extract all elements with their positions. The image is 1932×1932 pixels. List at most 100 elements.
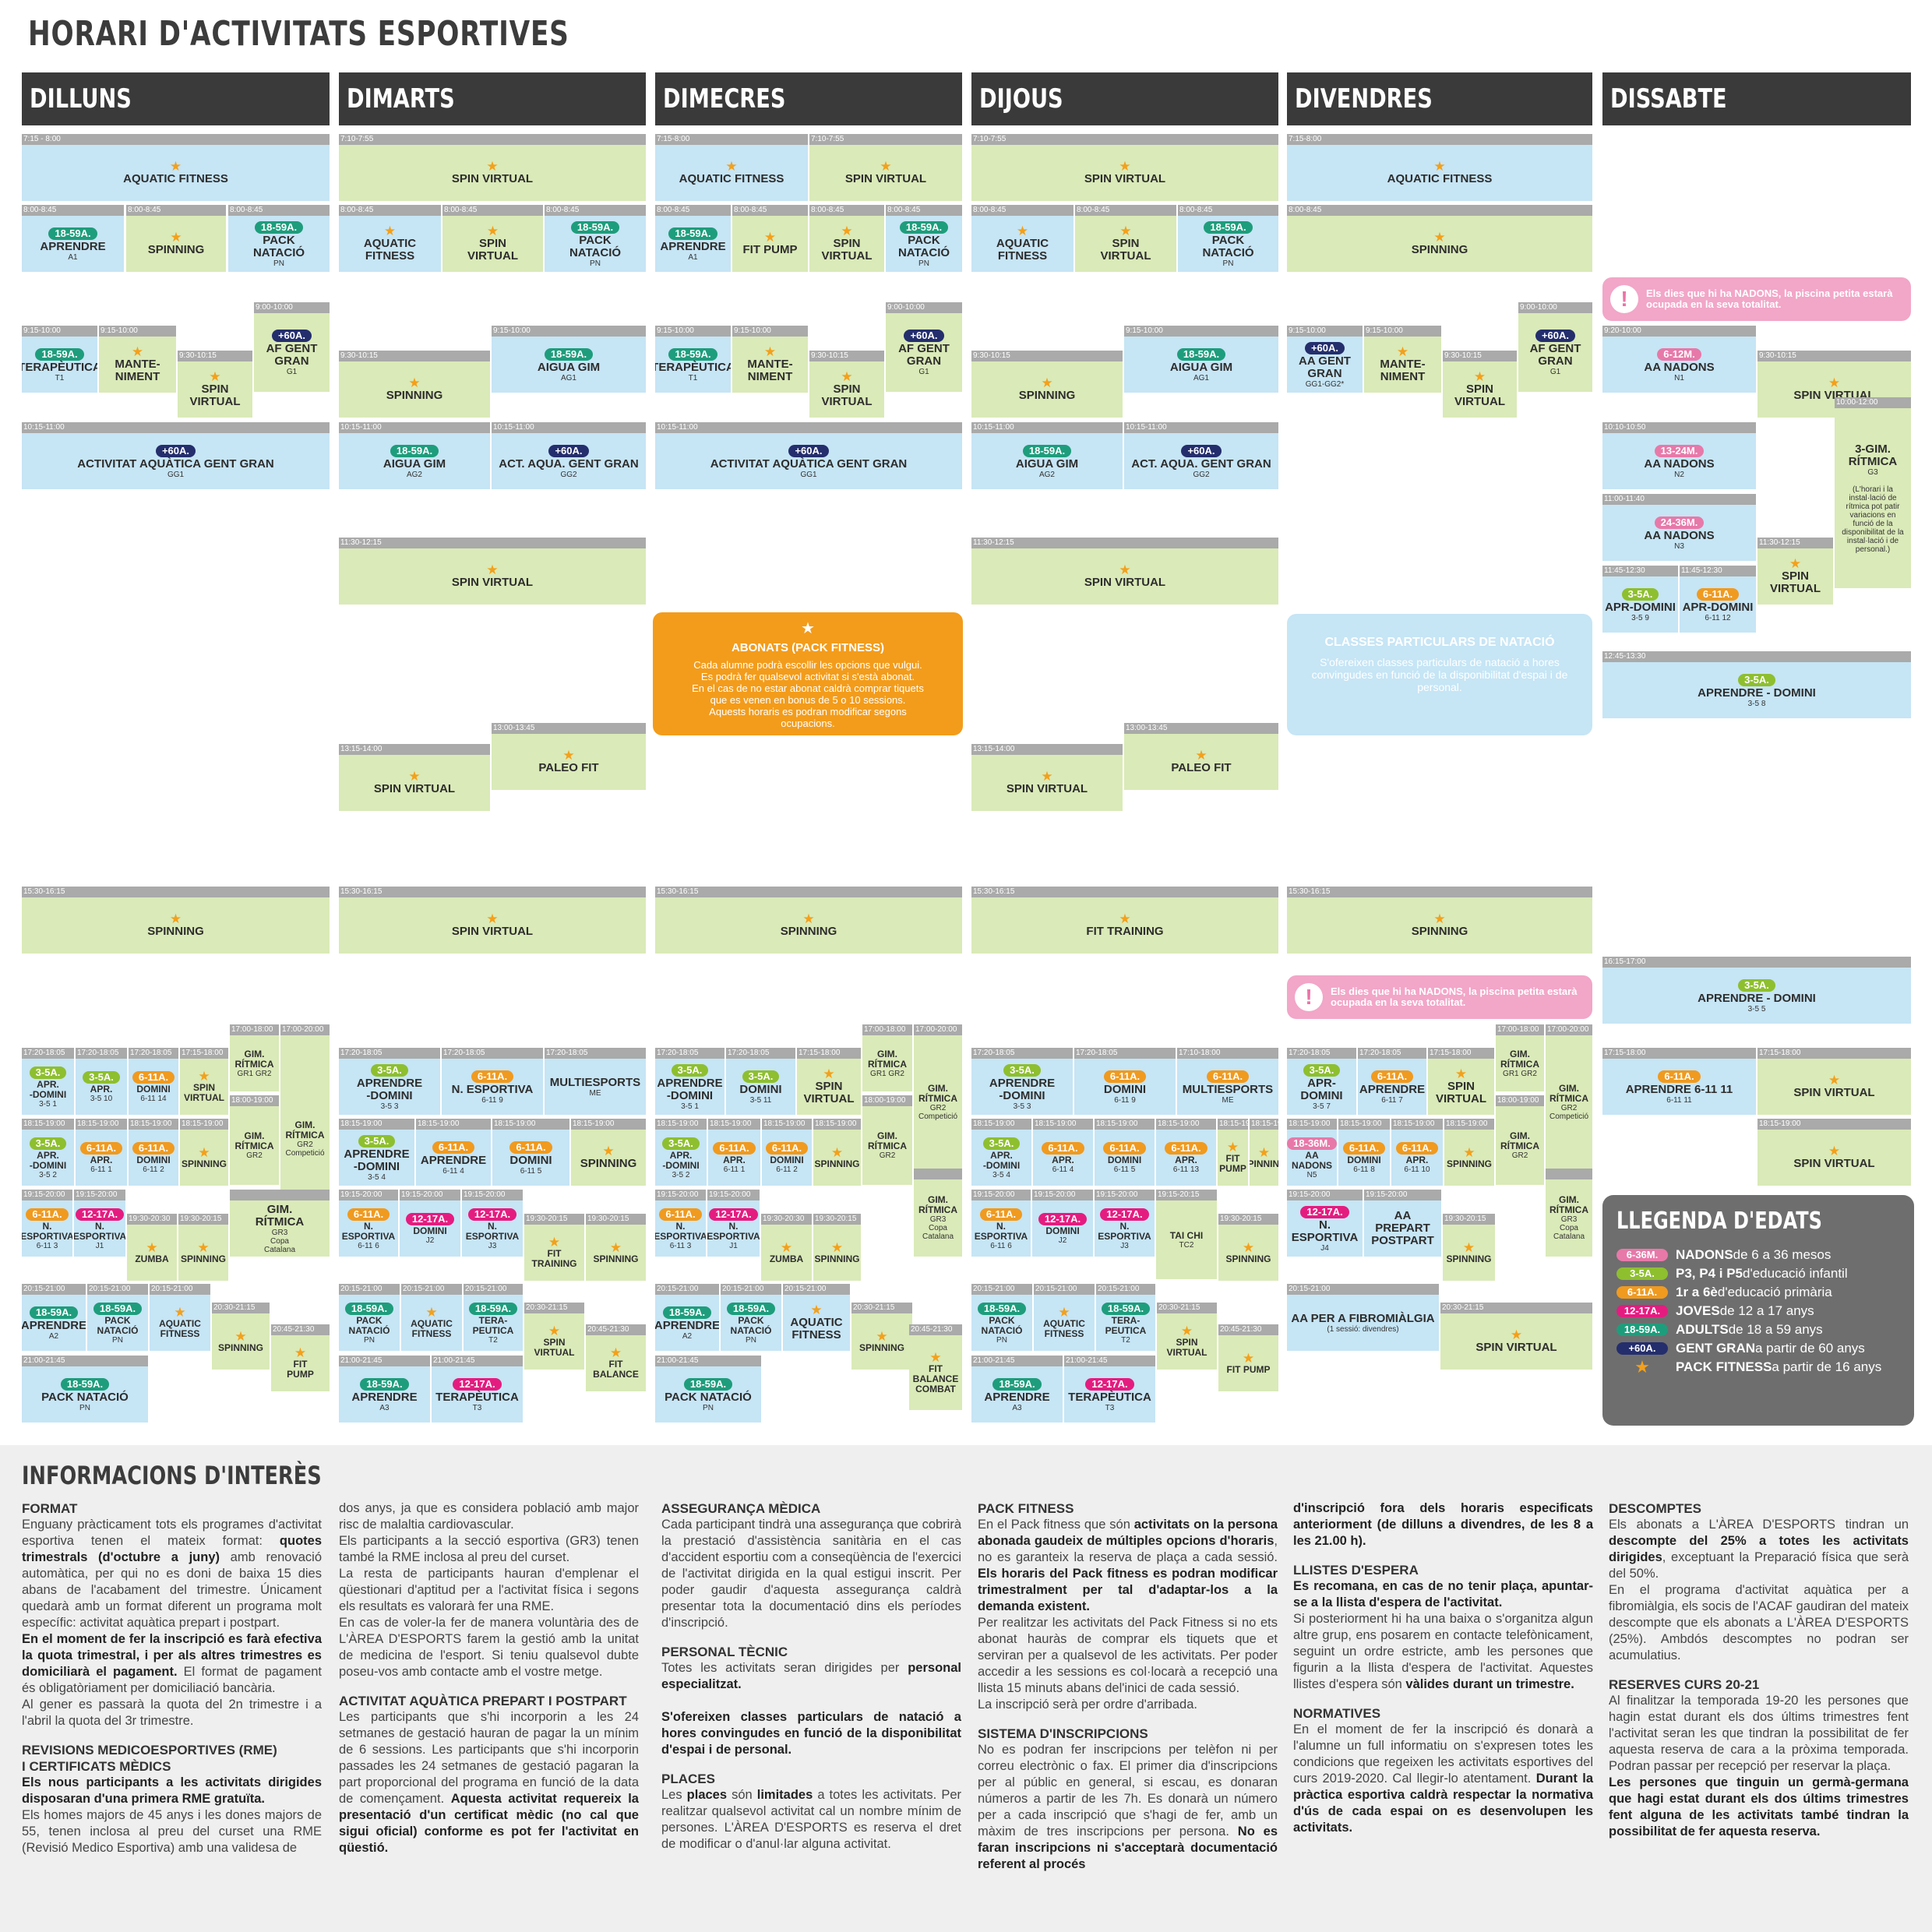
activity-block[interactable]: 20:45-21:30★FIT BALANCE COMBAT xyxy=(909,1324,962,1410)
activity-block[interactable]: 18:15-19:00★SPIN VIRTUAL xyxy=(1757,1119,1911,1186)
activity-block[interactable]: 9:30-10:15★SPIN VIRTUAL xyxy=(809,351,884,418)
activity-block[interactable]: 18:15-19:00★SPINNING xyxy=(180,1119,228,1186)
activity-block[interactable]: 10:15-11:00+60A.ACTIVITAT AQUÀTICA GENT … xyxy=(22,422,330,489)
activity-block[interactable]: 20:30-21:15★SPINNING xyxy=(851,1303,912,1370)
activity-block[interactable]: 9:30-10:15★SPIN VIRTUAL xyxy=(1443,351,1517,418)
activity-block[interactable]: 13:15-14:00★SPIN VIRTUAL xyxy=(339,744,490,811)
activity-block[interactable]: 20:30-21:15★SPINNING xyxy=(212,1303,270,1370)
activity-block[interactable]: 15:30-16:15★SPINNING xyxy=(655,887,962,954)
activity-block[interactable]: 13:15-14:00★SPIN VIRTUAL xyxy=(971,744,1123,811)
activity-block[interactable]: 19:30-20:15★SPINNING xyxy=(178,1214,228,1281)
activity-block[interactable]: 9:15-10:00★MANTE- NIMENT xyxy=(1364,326,1441,393)
activity-block[interactable]: 20:45-21:30★FIT PUMP xyxy=(1218,1324,1278,1391)
activity-block[interactable]: 19:30-20:30★ZUMBA xyxy=(127,1214,177,1281)
activity-block[interactable]: 11:30-12:15★SPIN VIRTUAL xyxy=(971,538,1278,605)
activity-block[interactable]: 8:00-8:45★AQUATIC FITNESS xyxy=(971,205,1074,272)
activity-block[interactable]: 11:30-12:15★SPIN VIRTUAL xyxy=(339,538,646,605)
activity-block[interactable]: 20:15-21:00★AQUATIC FITNESS xyxy=(401,1284,462,1351)
activity-block[interactable]: 20:15-21:00★AQUATIC FITNESS xyxy=(150,1284,210,1351)
activity-block[interactable]: 18:15-19:00★SPINNING xyxy=(1444,1119,1494,1186)
activity-block[interactable]: 17:15-18:00★SPIN VIRTUAL xyxy=(797,1048,861,1115)
activity-block[interactable]: 9:30-10:15★SPINNING xyxy=(971,351,1123,418)
activity-block[interactable]: 20:30-21:15★SPIN VIRTUAL xyxy=(1440,1303,1592,1370)
activity-block[interactable]: 18:15-19:00★SPINNING xyxy=(1250,1119,1278,1186)
activity-block[interactable]: 18:15-19:00★FIT PUMP xyxy=(1218,1119,1248,1186)
activity-block[interactable]: 19:30-20:15★SPINNING xyxy=(586,1214,646,1281)
activity-block[interactable]: 13:00-13:45★PALEO FIT xyxy=(1124,723,1278,790)
activity-block[interactable]: 7:15 - 8:00★AQUATIC FITNESS xyxy=(22,134,330,201)
activity-block[interactable]: 7:15-8:00★AQUATIC FITNESS xyxy=(1287,134,1592,201)
activity-block[interactable]: 15:30-16:15★FIT TRAINING xyxy=(971,887,1278,954)
activity-block[interactable]: 9:15-10:00★MANTE- NIMENT xyxy=(732,326,808,393)
activity-block[interactable]: 8:00-8:45★SPINNING xyxy=(126,205,226,272)
activity-block[interactable]: 8:00-8:45★SPIN VIRTUAL xyxy=(809,205,884,272)
activity-block[interactable]: 8:00-8:45★SPIN VIRTUAL xyxy=(442,205,543,272)
activity-block[interactable]: 7:10-7:55★SPIN VIRTUAL xyxy=(339,134,646,201)
activity-block[interactable]: 9:30-10:15★SPIN VIRTUAL xyxy=(178,351,252,418)
activity-block[interactable]: 9:15-10:00★MANTE- NIMENT xyxy=(99,326,176,393)
activity-block[interactable]: 9:30-10:15★SPINNING xyxy=(339,351,490,418)
activity-block[interactable]: 15:30-16:15★SPIN VIRTUAL xyxy=(339,887,646,954)
activity-block[interactable]: 20:30-21:15★SPIN VIRTUAL xyxy=(524,1303,584,1370)
